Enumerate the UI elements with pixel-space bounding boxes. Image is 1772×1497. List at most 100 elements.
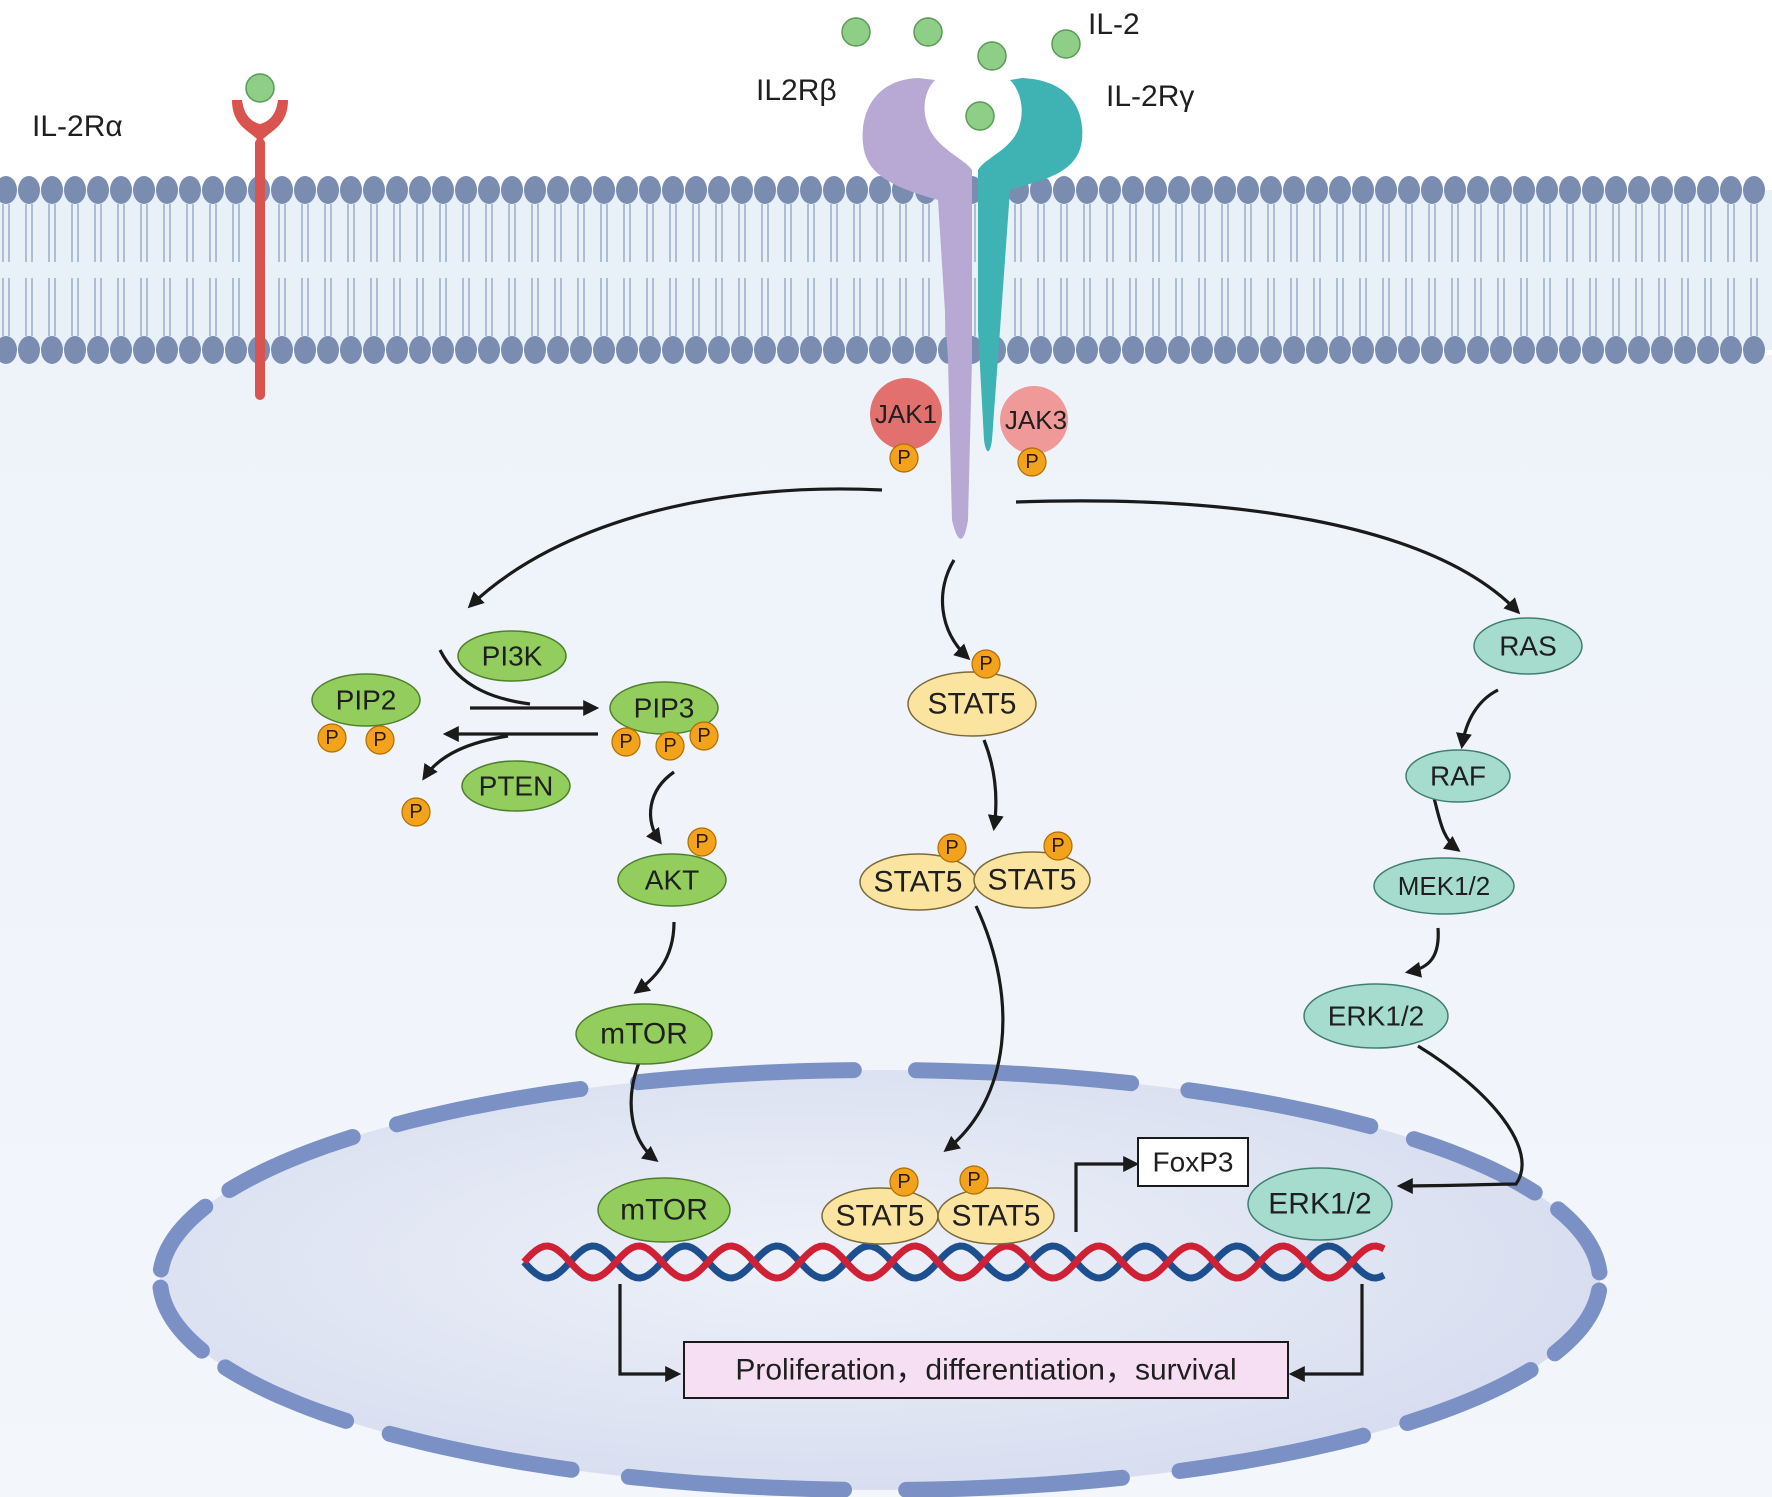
- lipid-head: [87, 336, 109, 364]
- svg-text:P: P: [1025, 451, 1038, 473]
- lipid-head: [294, 176, 316, 204]
- stat5-nuclear-dimer: STAT5 STAT5: [821, 1187, 1055, 1245]
- erk-nuclear-node: ERK1/2: [1247, 1167, 1393, 1241]
- lipid-head: [1628, 176, 1650, 204]
- lipid-head: [1352, 336, 1374, 364]
- svg-text:STAT5: STAT5: [836, 1200, 925, 1233]
- lipid-head: [41, 336, 63, 364]
- lipid-head: [1352, 176, 1374, 204]
- lipid-head: [455, 336, 477, 364]
- il2-ligand-on-ra: [245, 73, 275, 103]
- svg-text:mTOR: mTOR: [620, 1194, 708, 1227]
- nuclear-envelope-segment: [389, 1081, 589, 1133]
- lipid-head: [363, 336, 385, 364]
- cell-membrane: [0, 176, 1772, 364]
- nuclear-envelope-segment: [908, 1062, 1140, 1092]
- lipid-head: [202, 176, 224, 204]
- lipid-head: [754, 336, 776, 364]
- svg-text:ERK1/2: ERK1/2: [1268, 1188, 1371, 1221]
- lipid-head: [1697, 176, 1719, 204]
- phospho-pip3-3: P: [689, 721, 719, 751]
- lipid-head: [1099, 176, 1121, 204]
- svg-text:P: P: [325, 727, 338, 749]
- lipid-head: [1237, 336, 1259, 364]
- svg-text:STAT5: STAT5: [874, 866, 963, 899]
- lipid-head: [731, 176, 753, 204]
- lipid-head: [1490, 336, 1512, 364]
- svg-text:P: P: [373, 729, 386, 751]
- lipid-head: [386, 176, 408, 204]
- il2ra-label: IL-2Rα: [32, 110, 123, 143]
- lipid-head: [1513, 336, 1535, 364]
- lipid-head: [915, 336, 937, 364]
- lipid-head: [1122, 336, 1144, 364]
- svg-text:P: P: [897, 447, 910, 469]
- lipid-head: [685, 336, 707, 364]
- svg-text:P: P: [979, 653, 992, 675]
- lipid-head: [1421, 176, 1443, 204]
- svg-text:STAT5: STAT5: [952, 1200, 1041, 1233]
- lipid-head: [639, 336, 661, 364]
- lipid-head: [1168, 336, 1190, 364]
- akt-node: AKT: [617, 853, 727, 907]
- lipid-head: [1283, 336, 1305, 364]
- lipid-head: [846, 176, 868, 204]
- svg-text:AKT: AKT: [645, 865, 699, 896]
- lipid-head: [1743, 176, 1765, 204]
- lipid-head: [685, 176, 707, 204]
- pten-node: PTEN: [461, 760, 571, 812]
- nuclear-envelope-segment: [1399, 1362, 1539, 1431]
- svg-text:Proliferation，differentiation，: Proliferation，differentiation，survival: [735, 1354, 1236, 1387]
- lipid-head: [317, 336, 339, 364]
- lipid-head: [1605, 176, 1627, 204]
- nuclear-envelope-segment: [221, 1129, 361, 1198]
- lipid-head: [616, 336, 638, 364]
- lipid-head: [846, 336, 868, 364]
- lipid-head: [1306, 336, 1328, 364]
- lipid-head: [87, 176, 109, 204]
- raf-node: RAF: [1405, 749, 1511, 803]
- lipid-head: [777, 176, 799, 204]
- lipid-head: [1053, 336, 1075, 364]
- lipid-head: [225, 336, 247, 364]
- lipid-head: [1122, 176, 1144, 204]
- lipid-head: [110, 336, 132, 364]
- lipid-head: [340, 336, 362, 364]
- lipid-head: [18, 336, 40, 364]
- il2-ligands: [841, 17, 1081, 131]
- il2rb-label: IL2Rβ: [756, 74, 837, 107]
- dna-helix: [521, 1242, 1386, 1282]
- lipid-head: [869, 176, 891, 204]
- nuclear-envelope-segment: [1180, 1082, 1379, 1135]
- lipid-head: [1145, 336, 1167, 364]
- svg-text:P: P: [1051, 835, 1064, 857]
- lipid-head: [1697, 336, 1719, 364]
- lipid-head: [133, 336, 155, 364]
- pip3-node: PIP3: [609, 681, 719, 735]
- lipid-head: [1513, 176, 1535, 204]
- svg-text:P: P: [967, 1169, 980, 1191]
- lipid-head: [1490, 176, 1512, 204]
- lipid-head: [570, 176, 592, 204]
- svg-text:JAK1: JAK1: [875, 399, 937, 429]
- lipid-head: [1467, 336, 1489, 364]
- svg-text:RAF: RAF: [1430, 761, 1486, 792]
- mek-node: MEK1/2: [1373, 857, 1515, 915]
- lipid-head: [363, 176, 385, 204]
- lipid-head: [1237, 176, 1259, 204]
- svg-text:STAT5: STAT5: [928, 688, 1017, 721]
- svg-text:STAT5: STAT5: [988, 864, 1077, 897]
- lipid-head: [1306, 176, 1328, 204]
- lipid-head: [1076, 176, 1098, 204]
- il2rb-receptor: [862, 78, 972, 539]
- outcome-box: Proliferation，differentiation，survival: [683, 1341, 1289, 1399]
- lipid-head: [639, 176, 661, 204]
- lipid-head: [823, 176, 845, 204]
- lipid-head: [1260, 336, 1282, 364]
- nuclear-envelope-segment: [217, 1359, 355, 1429]
- lipid-head: [1030, 176, 1052, 204]
- nuclear-envelope-segment: [1405, 1131, 1543, 1201]
- svg-text:MEK1/2: MEK1/2: [1398, 871, 1491, 901]
- svg-text:RAS: RAS: [1499, 631, 1557, 662]
- lipid-head: [386, 336, 408, 364]
